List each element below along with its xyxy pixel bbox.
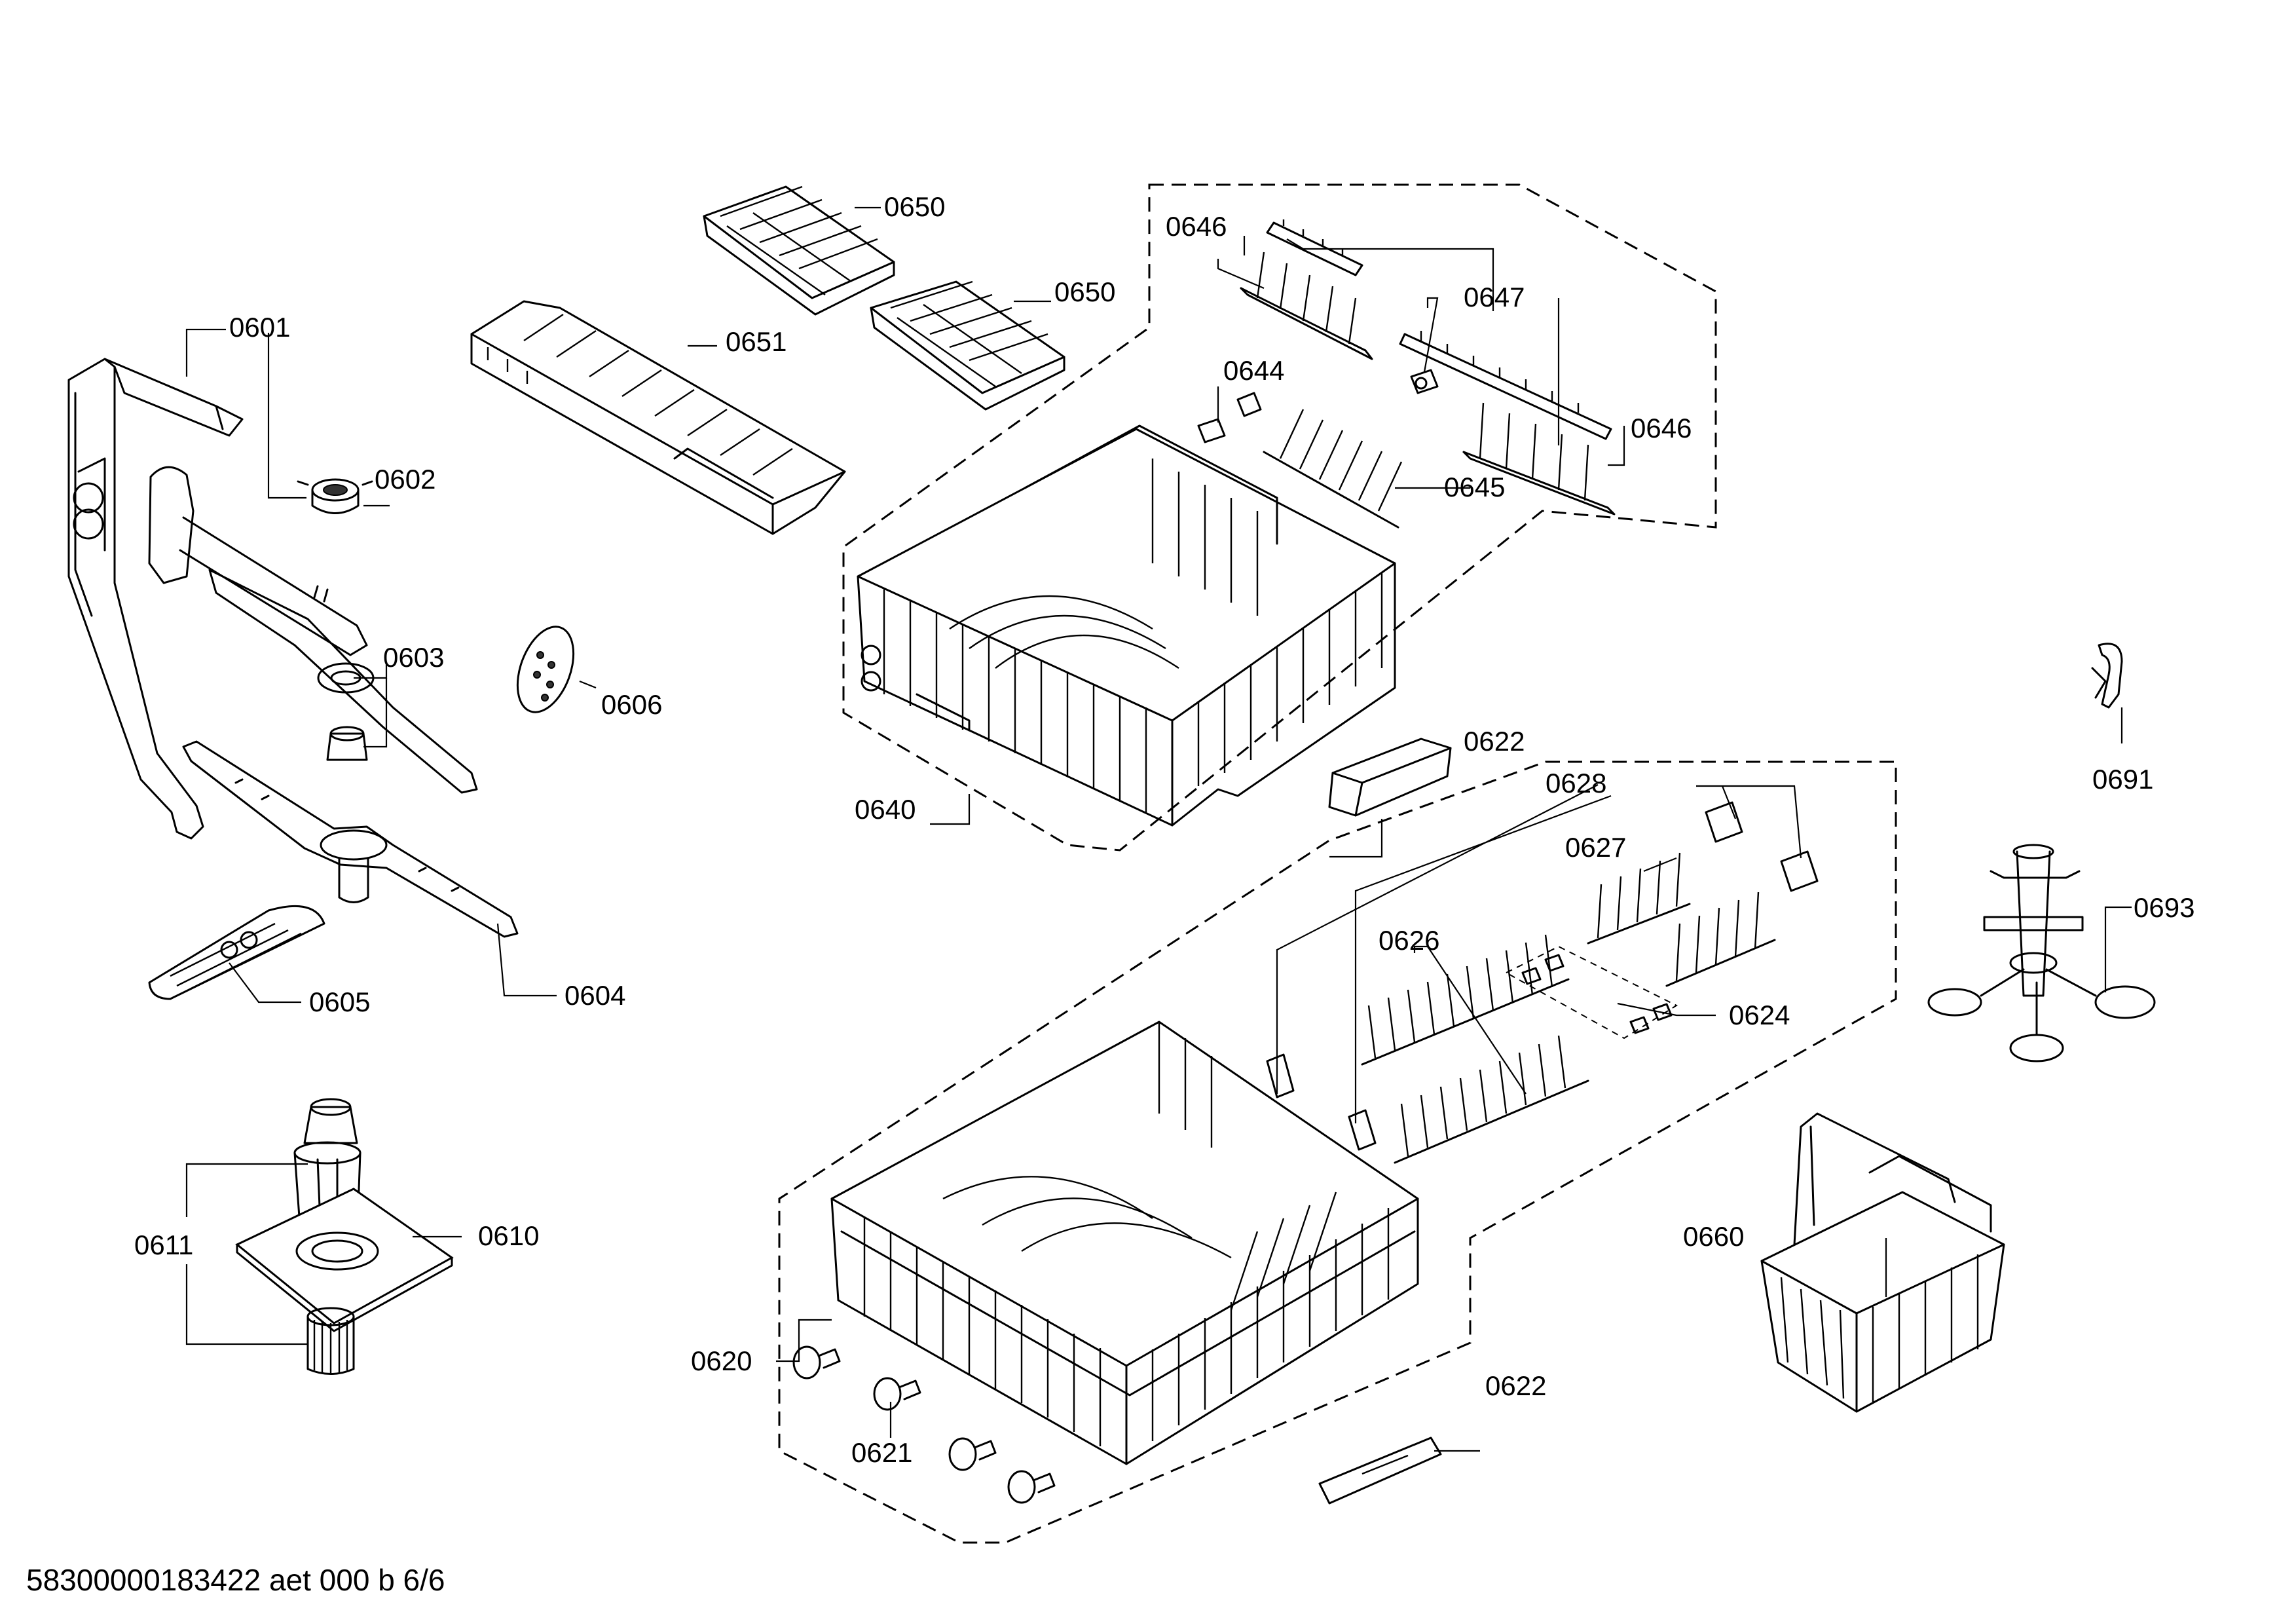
clip-part (1197, 392, 1262, 443)
leader-lines (185, 206, 2132, 1452)
callout-0627: 0627 (1565, 832, 1626, 863)
cutlery-rack-part (470, 300, 846, 535)
callout-0646-right: 0646 (1631, 413, 1692, 443)
filter-disc-part (516, 626, 575, 713)
footer-document-code: 58300000183422 aet 000 b 6/6 (26, 1563, 445, 1597)
filter-assembly-part (235, 1098, 454, 1375)
wheel-part (1007, 1470, 1056, 1504)
callout-0646-upper: 0646 (1166, 211, 1227, 242)
upper-rack-boundary (842, 183, 1717, 852)
handle-cover-part (1318, 1436, 1442, 1505)
callout-0602: 0602 (375, 464, 435, 495)
clip-group-boundary (1504, 945, 1678, 1040)
callout-0601: 0601 (229, 312, 290, 343)
callout-0640: 0640 (855, 794, 916, 825)
callout-0604: 0604 (565, 980, 625, 1011)
tine-row-part (1361, 934, 1570, 1066)
tine-row-part (1665, 891, 1776, 987)
callout-0610: 0610 (478, 1220, 539, 1251)
lower-basket-part (830, 1021, 1419, 1465)
nozzle-part (297, 478, 373, 514)
tine-row-part (1587, 852, 1691, 945)
cutlery-tray-insert-part (703, 185, 895, 316)
callout-0622-lower: 0622 (1485, 1370, 1546, 1401)
callout-0611: 0611 (134, 1229, 193, 1260)
tine-row-part (1462, 402, 1616, 516)
callout-0628: 0628 (1546, 768, 1606, 798)
supply-pipe-part (67, 358, 244, 840)
upper-spray-arm-part (148, 466, 478, 794)
wheel-part (948, 1437, 997, 1471)
callout-0651: 0651 (726, 326, 787, 357)
clip-part (2091, 643, 2123, 709)
wheel-part (873, 1377, 921, 1411)
callout-0650-upper: 0650 (884, 191, 945, 222)
lower-rack-boundary (778, 760, 1897, 1544)
tine-row-part (1263, 409, 1403, 529)
filter-cover-part (148, 905, 325, 1000)
lower-spray-arm-part (182, 740, 519, 938)
tine-clip-part (1399, 331, 1612, 440)
callout-0660: 0660 (1683, 1221, 1744, 1252)
storage-tray-part (1328, 738, 1452, 817)
callout-0647: 0647 (1464, 282, 1525, 312)
callout-0693: 0693 (2134, 892, 2194, 923)
callout-0626: 0626 (1379, 925, 1439, 956)
callout-0650-lower: 0650 (1054, 276, 1115, 307)
latch-part (1410, 369, 1439, 394)
callout-0644: 0644 (1223, 355, 1284, 386)
callout-0605: 0605 (309, 986, 370, 1017)
callout-0691: 0691 (2092, 764, 2153, 795)
clip-part (1266, 801, 1819, 1151)
wheel-part (792, 1345, 841, 1379)
cutlery-tray-insert-part (870, 280, 1065, 411)
callout-0621: 0621 (851, 1437, 912, 1468)
tine-clip-part (1266, 219, 1363, 276)
stand-part (1927, 844, 2156, 1062)
callout-0603: 0603 (383, 642, 444, 673)
callout-0606: 0606 (601, 689, 662, 720)
cutlery-basket-part (1760, 1112, 2005, 1413)
callout-0622-upper: 0622 (1464, 726, 1525, 757)
callout-0645: 0645 (1444, 472, 1505, 502)
upper-basket-part (857, 424, 1396, 827)
tine-row-part (1394, 1035, 1589, 1164)
clip-part (1521, 954, 1673, 1034)
callout-0620: 0620 (691, 1345, 752, 1376)
callout-0624: 0624 (1729, 1000, 1790, 1030)
tine-row-part (1240, 252, 1373, 360)
